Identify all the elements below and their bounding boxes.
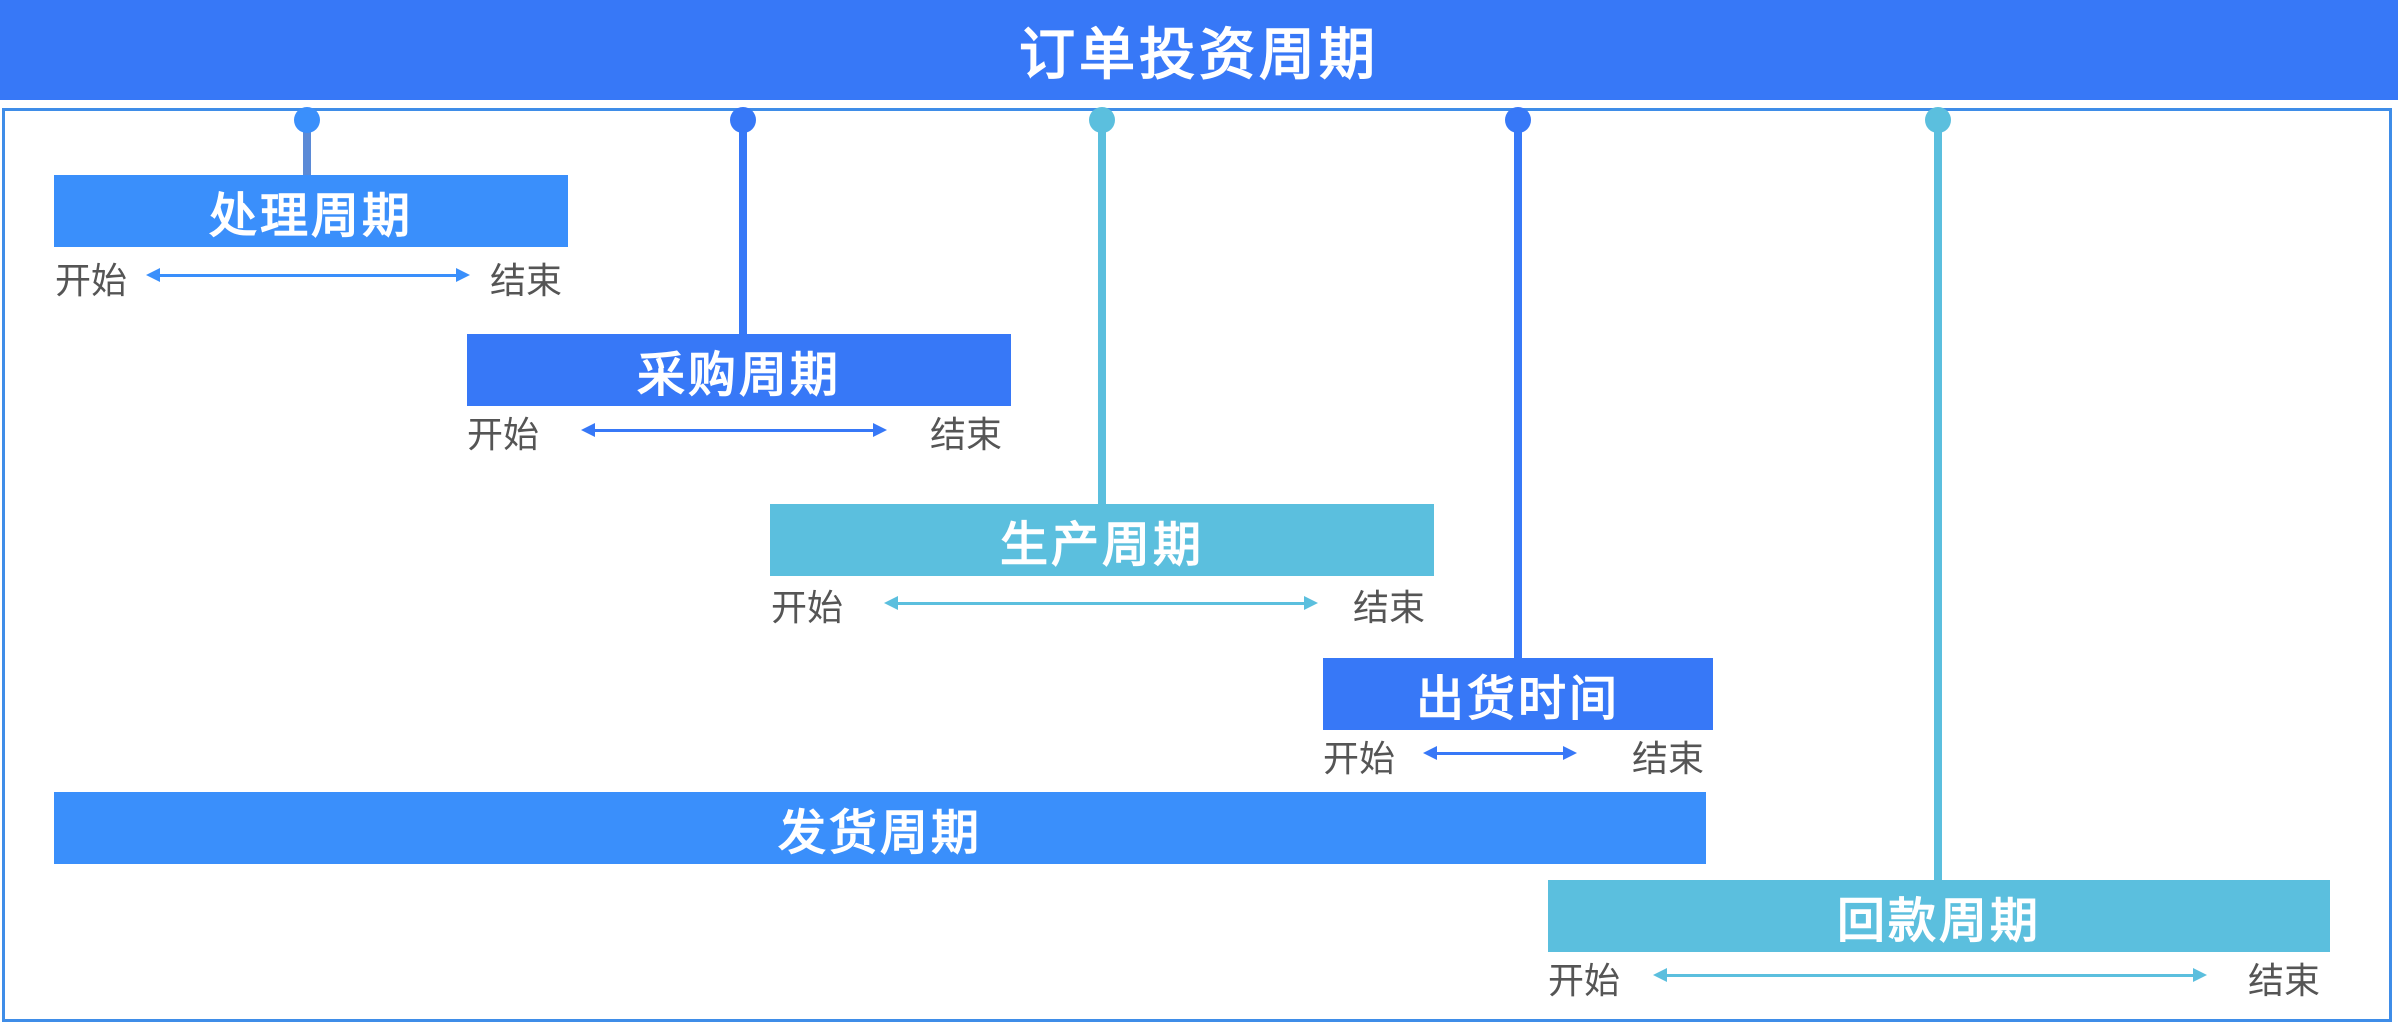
connector-shipment [1514, 120, 1522, 660]
duration-arrow [1423, 746, 1577, 760]
start-label: 开始 [467, 415, 540, 456]
connector-payment [1934, 120, 1942, 882]
timeline-dot-procurement [730, 107, 756, 133]
end-label: 结束 [2248, 961, 2321, 1002]
timeline-dot-processing [294, 107, 320, 133]
timeline-dot-shipment [1505, 107, 1531, 133]
end-label: 结束 [1353, 588, 1426, 629]
duration-arrow [884, 596, 1318, 610]
timeline-dot-payment [1925, 107, 1951, 133]
cycle-bar-payment: 回款周期 [1548, 880, 2330, 952]
cycle-bar-production: 生产周期 [770, 504, 1434, 576]
cycle-bar-delivery: 发货周期 [54, 792, 1706, 864]
end-label: 结束 [1632, 739, 1705, 780]
end-label: 结束 [490, 261, 563, 302]
cycle-bar-procurement: 采购周期 [467, 334, 1011, 406]
start-label: 开始 [771, 588, 844, 629]
cycle-bar-shipment: 出货时间 [1323, 658, 1713, 730]
connector-production [1098, 120, 1106, 505]
timeline-dot-production [1089, 107, 1115, 133]
connector-processing [303, 120, 311, 176]
duration-arrow [1653, 968, 2207, 982]
connector-procurement [739, 120, 747, 335]
duration-arrow [146, 268, 470, 282]
diagram-title: 订单投资周期 [0, 0, 2398, 100]
cycle-bar-processing: 处理周期 [54, 175, 568, 247]
start-label: 开始 [1323, 739, 1396, 780]
start-label: 开始 [55, 261, 128, 302]
diagram-frame [2, 108, 2392, 1022]
duration-arrow [581, 423, 887, 437]
end-label: 结束 [930, 415, 1003, 456]
start-label: 开始 [1548, 961, 1621, 1002]
